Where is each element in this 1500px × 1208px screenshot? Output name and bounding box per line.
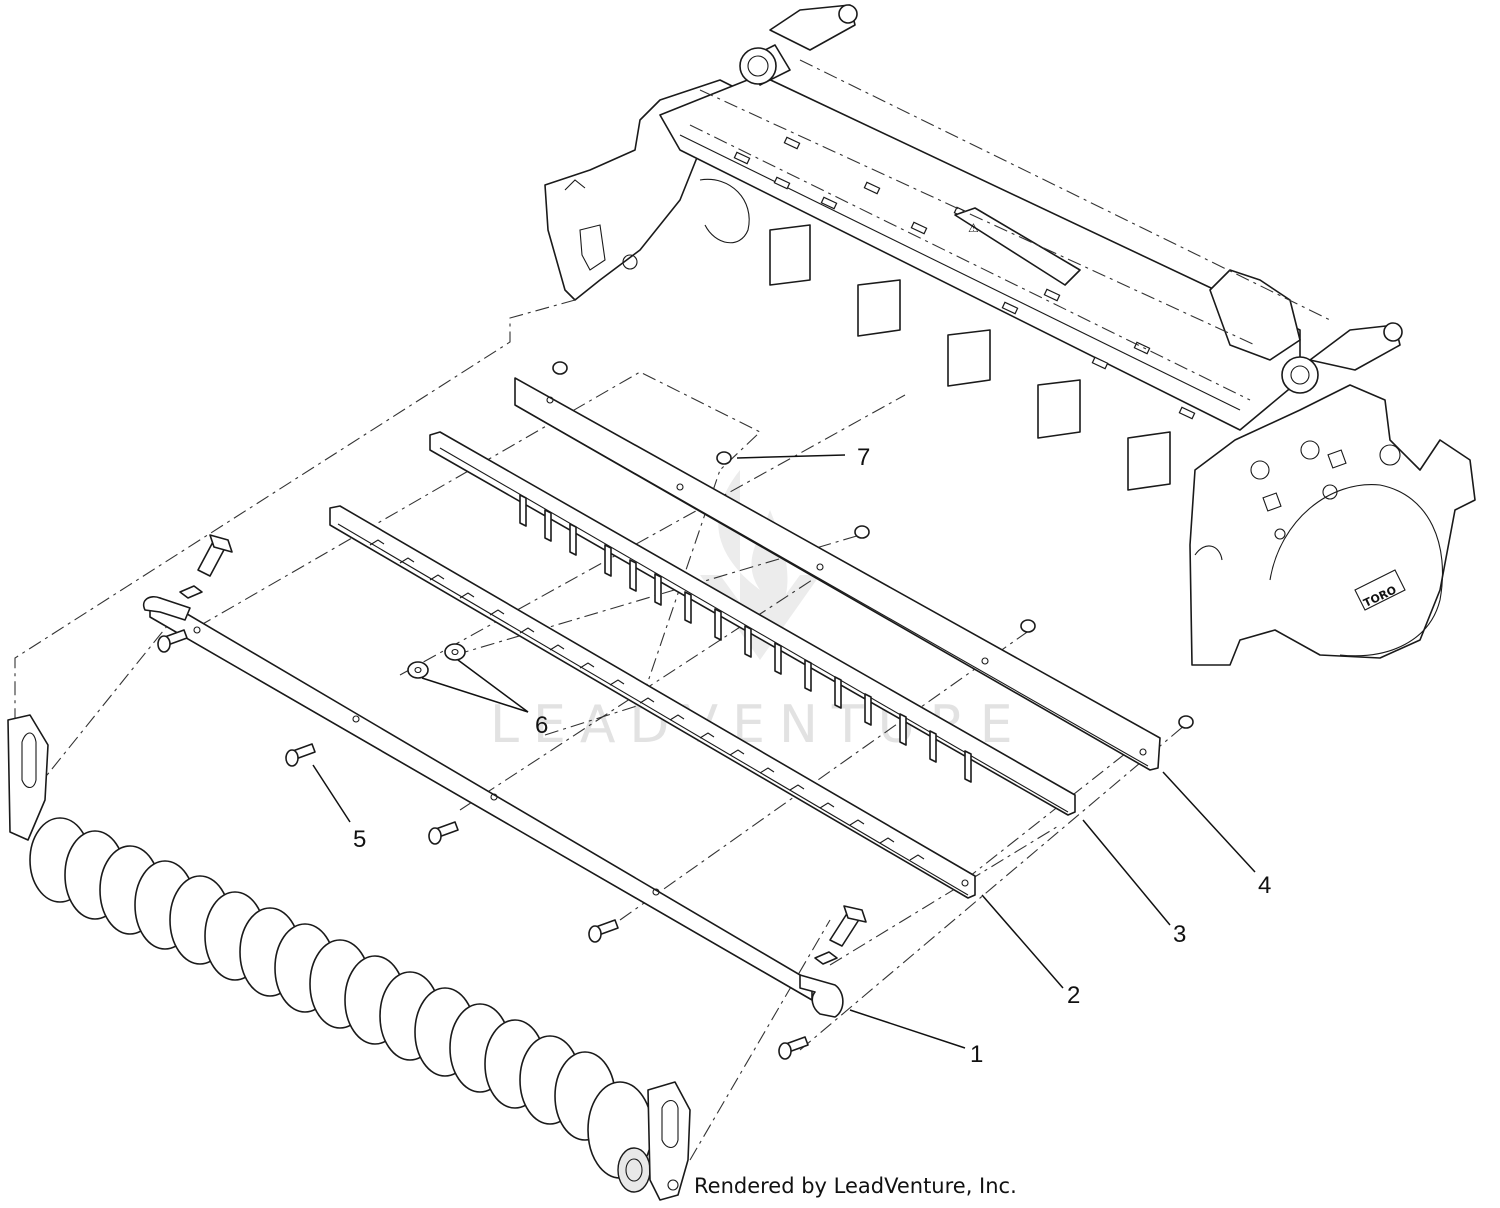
callout-5: 5 [353,826,366,853]
callout-leaders [312,454,1256,1049]
hardware [157,361,1194,1060]
part-4-shield-plate [514,377,1161,771]
callout-7: 7 [857,444,870,471]
carriage-bolt-icon [157,629,809,1060]
callout-6: 6 [535,712,548,739]
callout-4: 4 [1258,872,1271,899]
part-1-roller-bar [142,595,844,1018]
part-2-slotted-comb [329,505,976,899]
svg-text:⚠: ⚠ [968,221,979,235]
nut-icon [552,361,1194,729]
callout-2: 2 [1067,982,1080,1009]
part-3-comb-bar [429,431,1076,816]
reel-frame-assembly: ⚠ TORO [544,4,1476,666]
render-credit: Rendered by LeadVenture, Inc. [694,1174,1017,1198]
callout-1: 1 [970,1041,983,1068]
callout-labels: 1 2 3 4 5 6 7 [353,444,1271,1068]
callout-3: 3 [1173,921,1186,948]
hex-bolt-icon [179,534,867,965]
washer-icon [407,643,466,679]
grooved-roller [7,714,691,1201]
